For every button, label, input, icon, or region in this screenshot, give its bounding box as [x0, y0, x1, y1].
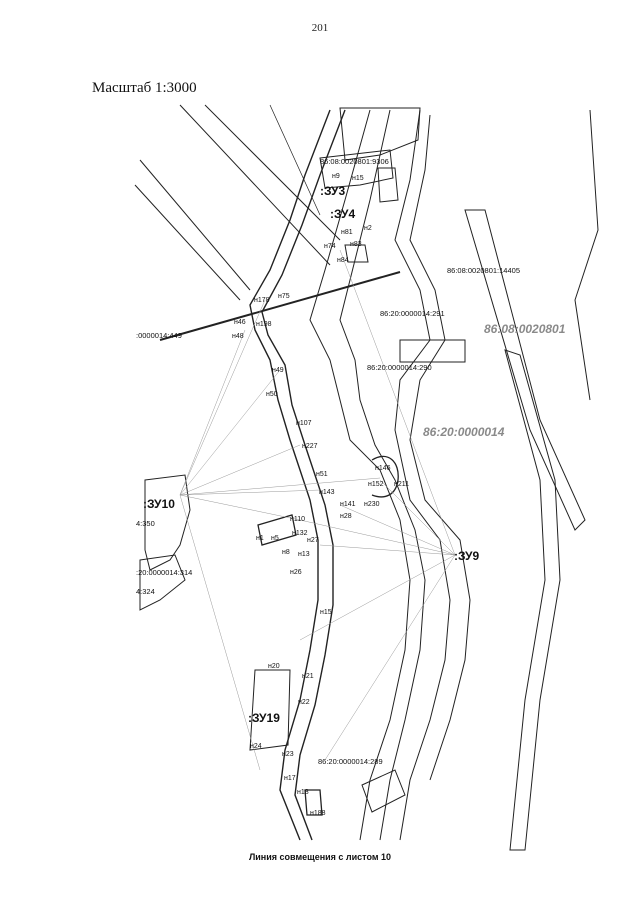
point-label: н84	[337, 257, 349, 264]
point-label: н28	[340, 513, 352, 520]
footer-caption: Линия совмещения с листом 10	[248, 852, 392, 862]
point-label: н13	[298, 551, 310, 558]
zone-label: :ЗУ10	[143, 497, 175, 511]
point-label: н230	[364, 501, 380, 508]
zone-label: :ЗУ4	[330, 207, 356, 221]
point-label: н26	[290, 569, 302, 576]
point-label: н83	[350, 241, 362, 248]
point-label: н227	[302, 443, 318, 450]
cadastral-label: 86:20:0000014:290	[367, 363, 432, 372]
cadastral-label: 86:08:0020801:9306	[320, 157, 389, 166]
quarter-labels: 86:08:0020801 86:20:0000014	[423, 322, 566, 439]
point-label: н146	[375, 465, 391, 472]
point-label: н198	[256, 321, 272, 328]
point-label: н178	[254, 297, 270, 304]
point-label: н46	[234, 319, 246, 326]
cadastral-label: 4:324	[136, 587, 155, 596]
point-label: н21	[302, 673, 314, 680]
quarter-label: 86:20:0000014	[423, 425, 505, 439]
point-label: н152	[368, 481, 384, 488]
map-linework	[134, 104, 599, 851]
point-label: н15	[352, 175, 364, 182]
point-label: н18	[297, 789, 309, 796]
point-label: н48	[232, 333, 244, 340]
scale-label: Масштаб 1:3000	[92, 80, 197, 96]
cadastral-label: :0000014:449	[136, 331, 182, 340]
cadastral-number-labels: 86:08:0020801:9306 86:08:0020801:14405 8…	[136, 157, 520, 766]
quarter-label: 86:08:0020801	[484, 322, 566, 336]
point-label: н49	[272, 367, 284, 374]
point-label: н211	[394, 481, 409, 488]
point-label: н22	[298, 699, 310, 706]
point-label: н143	[319, 489, 335, 496]
point-label: н141	[340, 501, 356, 508]
point-label: н2	[364, 225, 372, 232]
point-labels: н9 н15 н2 н81 н83 н74 н84 н178 н75 н46 н…	[232, 173, 409, 817]
point-label: н9	[332, 173, 340, 180]
cadastral-label: 86:08:0020801:14405	[447, 266, 520, 275]
cadastral-label: 86:20:0000014:289	[318, 757, 383, 766]
point-label: н132	[292, 530, 308, 537]
point-label: н23	[282, 751, 294, 758]
cadastral-label: 86:20:0000014:291	[380, 309, 445, 318]
point-label: н5	[271, 535, 279, 542]
point-label: н107	[296, 420, 312, 427]
zone-label: :ЗУ3	[320, 184, 346, 198]
cadastral-label: :20:0000014:314	[136, 568, 192, 577]
point-label: н17	[284, 775, 296, 782]
zone-label: :ЗУ19	[248, 711, 280, 725]
point-label: н75	[278, 293, 290, 300]
point-label: н8	[282, 549, 290, 556]
point-label: н50	[266, 391, 278, 398]
point-label: н1	[256, 535, 264, 542]
point-label: н24	[250, 743, 262, 750]
point-label: н81	[341, 229, 353, 236]
cadastral-label: 4:350	[136, 519, 155, 528]
point-label: н20	[268, 663, 280, 670]
point-label: н74	[324, 243, 336, 250]
point-label: н15	[320, 609, 332, 616]
zone-labels: :ЗУ3 :ЗУ4 :ЗУ10 :ЗУ9 :ЗУ19	[143, 184, 480, 725]
point-label: н110	[290, 516, 305, 523]
page-number: 201	[311, 22, 329, 34]
survey-rays	[179, 249, 456, 771]
zone-label: :ЗУ9	[454, 549, 480, 563]
point-label: н51	[316, 471, 328, 478]
point-label: н188	[310, 810, 326, 817]
point-label: н27	[307, 537, 319, 544]
